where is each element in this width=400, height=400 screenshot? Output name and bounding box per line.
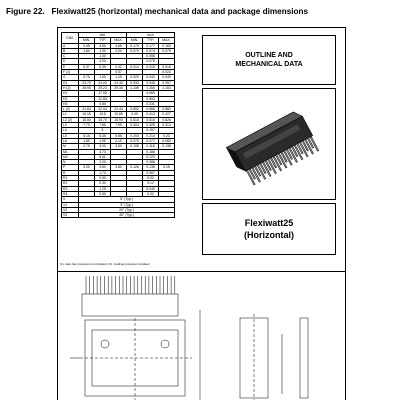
- package-orientation: (Horizontal): [244, 230, 294, 240]
- dimension-value: 0.016: [158, 63, 175, 71]
- package-pin: [272, 155, 283, 172]
- package-pin: [277, 152, 288, 169]
- dimension-value: 0.15: [158, 164, 175, 171]
- package-pin: [259, 162, 267, 174]
- package-pin: [299, 141, 309, 158]
- package-pin: [291, 145, 299, 157]
- dimension-value: 0.049: [158, 74, 175, 81]
- dimension-value: 20° (Typ.): [78, 206, 175, 214]
- package-pin: [256, 164, 267, 180]
- package-pin: [307, 137, 315, 149]
- outline-title-line1: OUTLINE AND: [245, 52, 293, 59]
- package-pin: [283, 150, 293, 166]
- package-pin: [267, 158, 277, 175]
- package-pin: [285, 148, 293, 160]
- mechanical-drawing: [70, 276, 309, 400]
- dimension-label: V3: [61, 212, 79, 219]
- dimension-value: 0.427: [158, 111, 175, 118]
- package-pin: [293, 144, 304, 160]
- package-illustration-box: [202, 88, 336, 200]
- dimension-value: 3° (Typ.): [78, 201, 175, 208]
- package-pin: [288, 147, 298, 163]
- package-pin: [304, 138, 314, 155]
- inch-header: inch: [126, 31, 175, 39]
- dimension-value: 5° (Typ.): [78, 196, 175, 203]
- frame-divider: [57, 271, 346, 272]
- package-pin: [301, 140, 309, 152]
- package-illustration: [225, 111, 320, 186]
- figure-frame: [57, 27, 346, 400]
- dimension-value: 1.153: [158, 84, 175, 92]
- package-pin: [261, 161, 272, 177]
- dimension-value: 0.883: [158, 106, 175, 113]
- table-subheader-row: MIN.TYP.MAX.MIN.TYP.MAX.: [62, 37, 175, 44]
- outline-title-box: OUTLINE AND MECHANICAL DATA: [202, 35, 336, 85]
- outline-title-line2: MECHANICAL DATA: [235, 61, 303, 68]
- dimension-value: 0.23: [158, 132, 175, 139]
- dimension-value: 0.083: [158, 137, 175, 145]
- package-pin: [275, 154, 283, 166]
- package-pin: [296, 143, 304, 155]
- dim-header: DIM.: [61, 32, 79, 44]
- dimension-value: 45° (Typ.): [78, 212, 175, 219]
- package-pin: [254, 165, 262, 177]
- table-header-row: DIM. mm inch: [61, 31, 175, 44]
- dimension-value: 0.313: [158, 122, 175, 129]
- package-pin: [309, 136, 320, 152]
- package-name-box: Flexiwatt25 (Horizontal): [202, 203, 336, 255]
- dimension-value: 0.022: [158, 69, 175, 76]
- figure-title: Figure 22. Flexiwatt25 (horizontal) mech…: [6, 7, 309, 16]
- dimension-value: 0.138: [158, 143, 175, 150]
- dimension-value: 0.626: [158, 116, 175, 124]
- package-pin: [251, 167, 261, 183]
- dimension-value: 0.957: [158, 79, 175, 86]
- package-pin: [280, 151, 288, 163]
- dimension-value: 0.183: [158, 42, 175, 49]
- table-footnote: (1): dam-bar protusion not included; (2)…: [60, 262, 150, 266]
- column-subheader: MAX.: [158, 37, 175, 44]
- package-pin: [246, 169, 256, 186]
- package-name: Flexiwatt25: [244, 218, 294, 228]
- package-pin: [264, 159, 272, 172]
- package-pin: [269, 157, 278, 169]
- package-pin: [248, 168, 256, 180]
- dimension-value: 0.079: [158, 47, 175, 55]
